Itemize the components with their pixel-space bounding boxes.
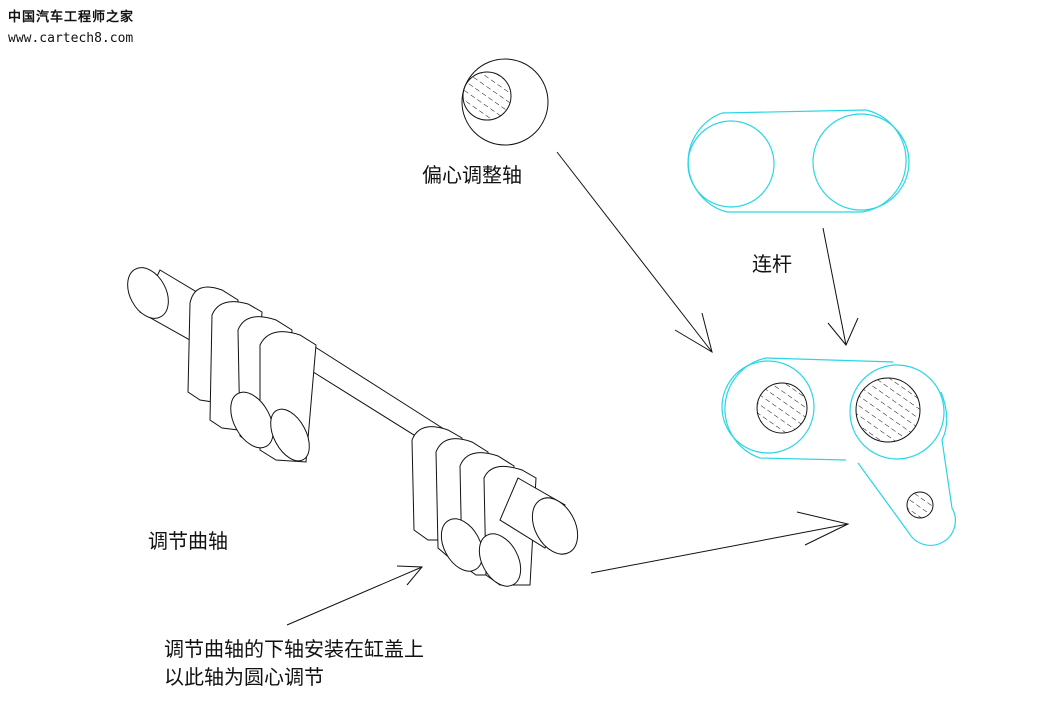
watermark-url: www.cartech8.com bbox=[8, 31, 134, 46]
connecting-rod-figure bbox=[687, 109, 910, 213]
crankshaft-figure bbox=[127, 267, 579, 587]
arrow-crankshaft-to-assembly bbox=[590, 511, 850, 574]
eccentric-shaft-figure bbox=[461, 58, 549, 146]
arrow-note-to-crankshaft bbox=[286, 565, 424, 626]
arrows bbox=[286, 151, 859, 626]
assembly-figure bbox=[721, 357, 956, 546]
eccentric-shaft-label: 偏心调整轴 bbox=[422, 163, 522, 187]
note-line-2: 以此轴为圆心调节 bbox=[164, 665, 324, 689]
connecting-rod-label: 连杆 bbox=[752, 252, 792, 276]
arrow-rod-to-assembly bbox=[822, 227, 859, 346]
arrow-eccentric-to-assembly bbox=[556, 151, 713, 354]
watermark-site-name: 中国汽车工程师之家 bbox=[8, 10, 135, 25]
note-line-1: 调节曲轴的下轴安装在缸盖上 bbox=[164, 637, 424, 661]
crankshaft-label: 调节曲轴 bbox=[148, 529, 228, 553]
